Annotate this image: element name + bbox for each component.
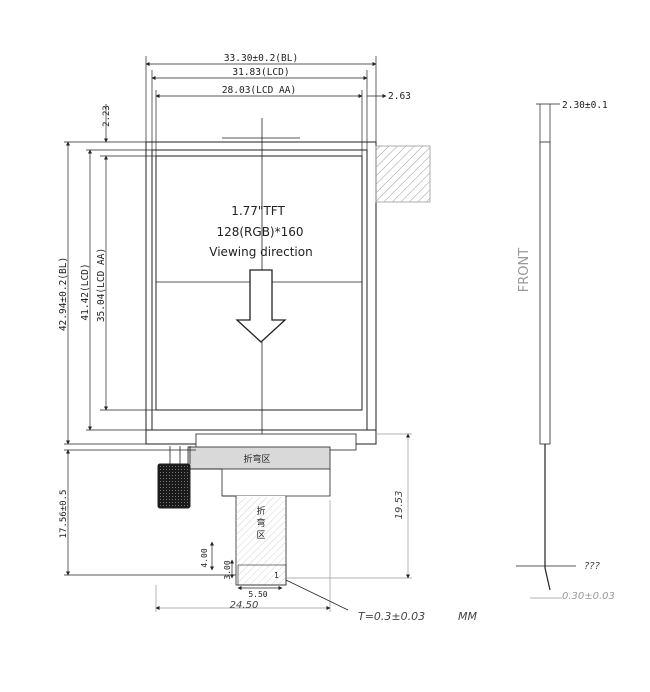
title-viewing: Viewing direction: [209, 245, 312, 259]
unit-label: MM: [458, 610, 477, 623]
connector: [157, 463, 191, 509]
display-texts: 1.77"TFT 128(RGB)*160 Viewing direction: [209, 204, 312, 259]
misc-labels: 折弯区 折 弯 区 FRONT T=0.3±0.03 MM: [243, 248, 532, 623]
title-size: 1.77"TFT: [231, 204, 285, 218]
bend-area-label: 折弯区: [243, 453, 270, 465]
dim-right-offset: 2.63: [388, 91, 411, 102]
bend-area-char-2: 弯: [256, 517, 265, 529]
side-view: [516, 103, 576, 599]
viewing-arrow: [235, 269, 287, 343]
bend-area-band: [187, 446, 331, 470]
dimension-labels: 33.30±0.2(BL) 31.83(LCD) 28.03(LCD AA) 2…: [58, 53, 615, 611]
dim-top-offset: 2.23: [102, 105, 112, 127]
dim-fpc-tail-3: 3.00: [223, 560, 232, 579]
title-resolution: 128(RGB)*160: [216, 225, 303, 239]
dim-thickness-top: 2.30±0.1: [562, 100, 608, 111]
dim-fpc-length: 17.56±0.5: [59, 490, 69, 539]
dim-lcd-height: 41.42(LCD): [80, 263, 91, 320]
dim-fpc-tail-550: 5.50: [248, 590, 267, 599]
pin-marker: 1: [274, 571, 279, 580]
active-area-outline: [155, 155, 363, 411]
dim-bl-width: 33.30±0.2(BL): [224, 53, 298, 64]
thickness-note: T=0.3±0.03: [358, 610, 425, 623]
bend-area-char-3: 区: [256, 530, 265, 541]
side-hatched-area: [375, 145, 431, 203]
dim-aa-width: 28.03(LCD AA): [222, 85, 296, 96]
dim-fpc-width: 24.50: [230, 600, 259, 611]
dim-bl-height: 42.94±0.2(BL): [58, 257, 69, 331]
front-label: FRONT: [517, 248, 532, 292]
dim-thickness-fpc: 0.30±0.03: [562, 591, 615, 602]
dim-fpc-tail-4: 4.00: [200, 548, 209, 567]
dimension-lines: [64, 56, 412, 612]
dim-thickness-bottom: ???: [584, 561, 601, 572]
fpc-region: [157, 433, 357, 586]
dim-lcd-width: 31.83(LCD): [232, 67, 289, 78]
dim-aa-height: 35.04(LCD AA): [96, 248, 107, 322]
dim-fpc-bend-length: 19.53: [394, 491, 405, 520]
bend-area-char-1: 折: [256, 505, 265, 517]
